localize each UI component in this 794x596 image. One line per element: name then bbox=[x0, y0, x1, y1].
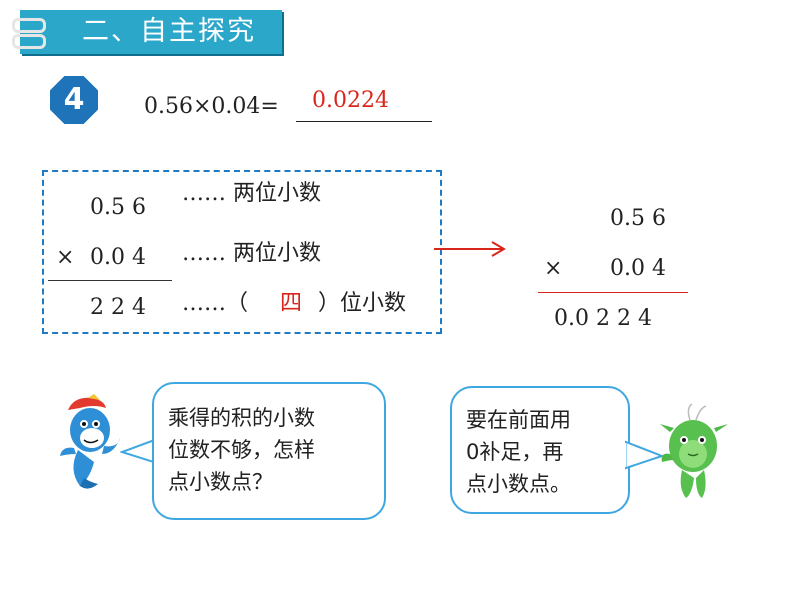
binder-ring-icon bbox=[12, 18, 46, 33]
left-speech-bubble: 乘得的积的小数 位数不够，怎样 点小数点？ bbox=[152, 382, 386, 520]
green-mascot-icon bbox=[660, 403, 728, 498]
calculation-box bbox=[42, 170, 442, 334]
result-row2-number: 0.0 4 bbox=[610, 256, 666, 281]
calc-row3-note-fill: 四 bbox=[280, 291, 303, 316]
left-bubble-line: 点小数点？ bbox=[168, 470, 273, 494]
section-title: 二、自主探究 bbox=[82, 16, 256, 47]
answer-underline bbox=[296, 121, 432, 122]
equation-answer: 0.0224 bbox=[312, 88, 389, 113]
calc-row2-note: …… 两位小数 bbox=[182, 241, 321, 266]
result-multiply-sign: × bbox=[544, 256, 563, 281]
right-bubble-tail bbox=[624, 440, 664, 470]
result-row1-number: 0.5 6 bbox=[610, 206, 666, 231]
right-bubble-line: 要在前面用 bbox=[466, 408, 571, 432]
right-bubble-line: 0补足，再 bbox=[466, 440, 564, 464]
calc-divider-line bbox=[48, 280, 172, 281]
result-row3-number: 0.0 2 2 4 bbox=[554, 306, 652, 331]
result-divider-line bbox=[538, 292, 688, 293]
section-header: 二、自主探究 bbox=[12, 10, 282, 54]
calc-row2-number: 0.0 4 bbox=[90, 245, 146, 270]
binder-ring-icon bbox=[12, 34, 46, 49]
right-arrow-icon bbox=[434, 241, 506, 257]
calc-row1-note: …… 两位小数 bbox=[182, 181, 321, 206]
left-bubble-line: 位数不够，怎样 bbox=[168, 438, 315, 462]
dolphin-mascot-icon bbox=[60, 394, 120, 489]
problem-number-badge: 4 bbox=[50, 76, 98, 124]
equation-text: 0.56×0.04= bbox=[144, 94, 279, 119]
calc-row3-number: 2 2 4 bbox=[90, 295, 146, 320]
calc-row3-note-suffix: ）位小数 bbox=[318, 291, 407, 316]
calc-multiply-sign: × bbox=[56, 245, 75, 270]
calc-row3-note-prefix: ……（ bbox=[182, 291, 249, 316]
right-speech-bubble: 要在前面用 0补足，再 点小数点。 bbox=[450, 386, 630, 514]
calc-row1-number: 0.5 6 bbox=[90, 195, 146, 220]
left-bubble-line: 乘得的积的小数 bbox=[168, 406, 315, 430]
right-bubble-line: 点小数点。 bbox=[466, 472, 571, 496]
